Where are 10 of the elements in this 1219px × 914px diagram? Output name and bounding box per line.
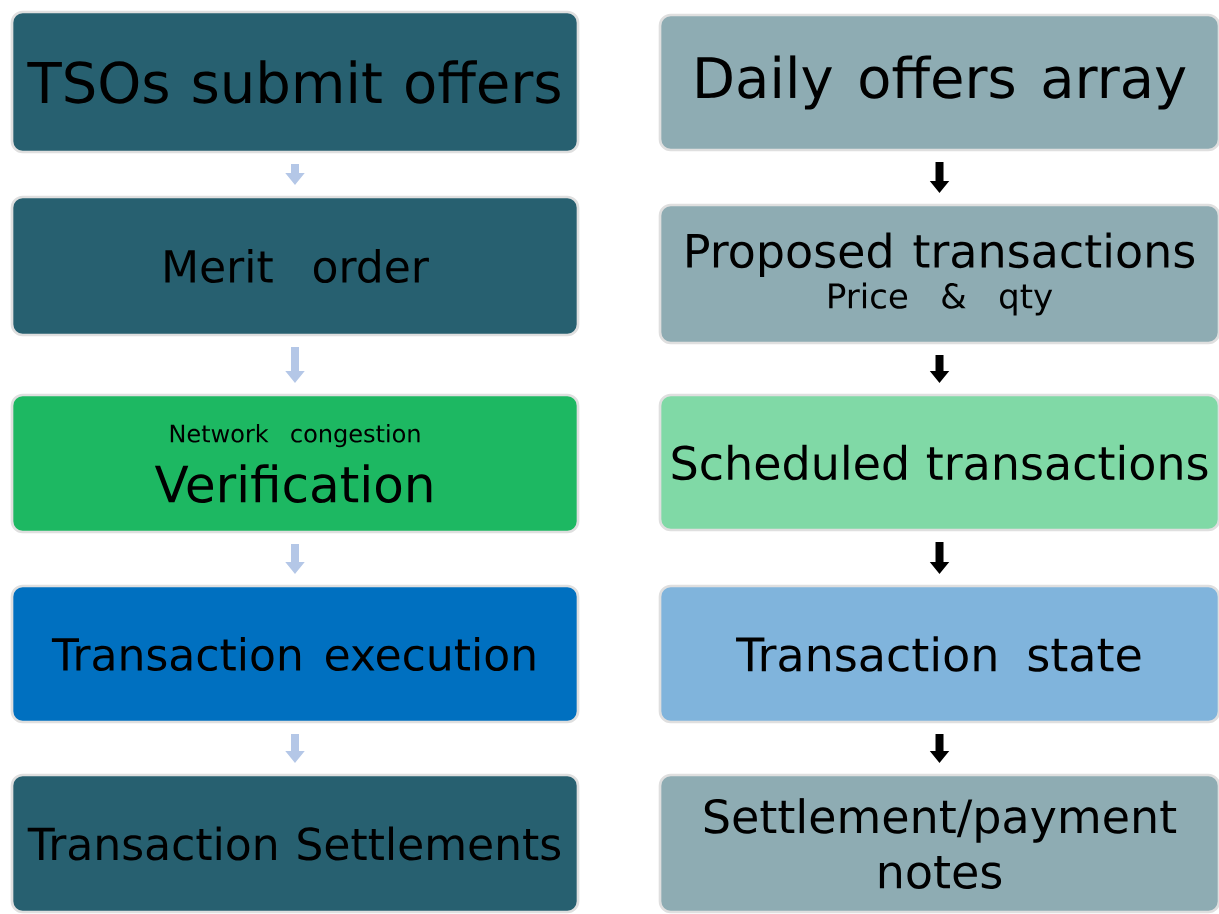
process-box: Scheduled transactions (658, 393, 1219, 532)
process-box: Proposed transactions Price & qty (658, 203, 1219, 345)
process-box: Merit order (10, 195, 580, 337)
process-box: Daily offers array (658, 13, 1219, 152)
process-box: Transaction execution (10, 584, 580, 724)
process-box: Transaction Settlements (10, 773, 580, 914)
process-box: Transaction state (658, 584, 1219, 724)
process-box: TSOs submit offers (10, 10, 580, 154)
process-box: Settlement/payment notes (658, 773, 1219, 914)
process-box: Network congestion Verification (10, 393, 580, 534)
